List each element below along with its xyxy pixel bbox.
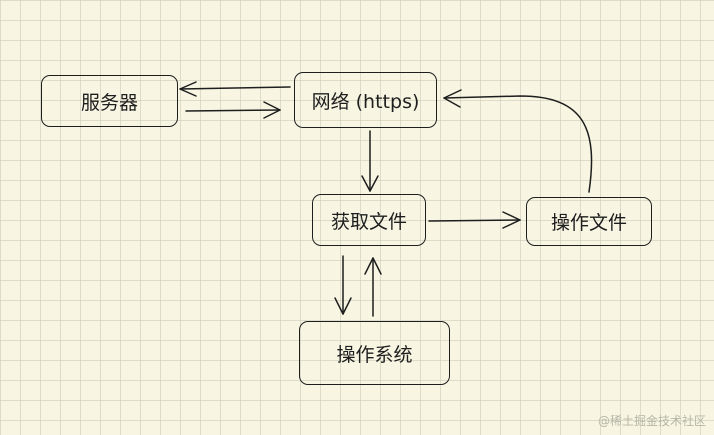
arrow-operate-to-network [443,95,593,193]
arrow-network-to-server [179,86,291,90]
watermark-text: @稀土掘金技术社区 [597,414,706,428]
node-operating-system[interactable]: 操作系统 [299,321,450,385]
arrowhead-fetch-to-operate [502,211,521,229]
node-fetch-file-label: 获取文件 [330,210,407,233]
node-network[interactable]: 网络 (https) [294,72,437,128]
arrowhead-server-to-network [263,101,281,119]
node-operating-system-label: 操作系统 [336,343,413,366]
arrowhead-os-to-fetch [364,257,382,275]
node-operate-file-label: 操作文件 [550,212,627,234]
arrowhead-network-to-fetch [361,175,379,192]
arrow-fetch-to-operate [428,219,521,222]
node-server[interactable]: 服务器 [41,75,178,127]
arrowhead-fetch-to-os [334,297,352,315]
node-operate-file[interactable]: 操作文件 [526,197,652,246]
node-network-label: 网络 (https) [311,90,420,113]
arrowhead-operate-to-network [443,89,462,108]
arrow-server-to-network [185,109,281,112]
arrowhead-network-to-server [179,81,197,97]
node-fetch-file[interactable]: 获取文件 [312,194,426,246]
node-server-label: 服务器 [80,91,138,114]
